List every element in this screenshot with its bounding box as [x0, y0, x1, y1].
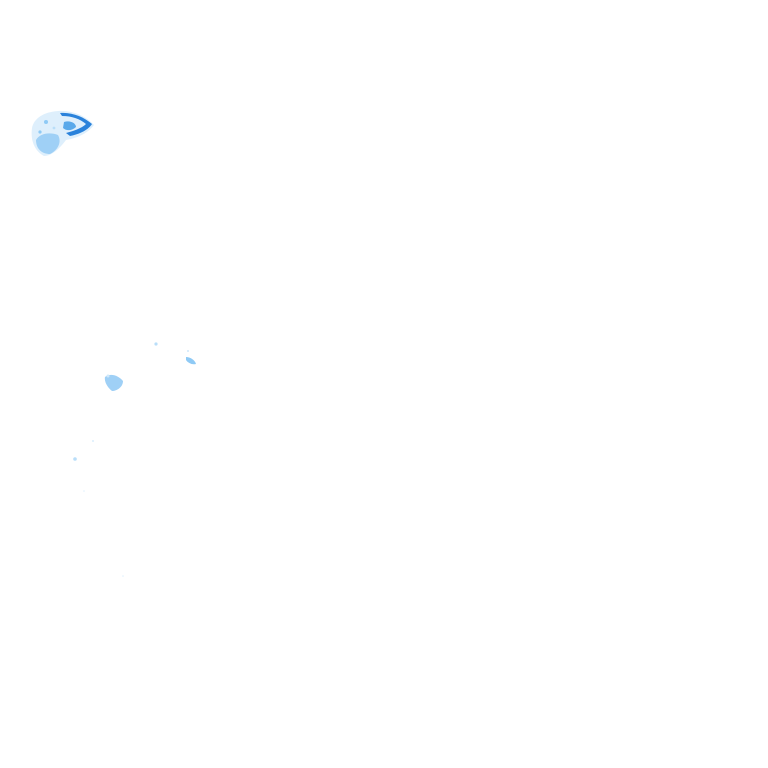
echo-fleck-central-b: [154, 342, 158, 346]
echo-cell-northwest-fleck: [44, 120, 48, 124]
echo-cell-northwest-heavy-band: [60, 112, 92, 136]
echo-speck-southwest-a: [73, 457, 77, 461]
echo-cell-northwest-fleck: [38, 130, 42, 134]
echo-cell-northwest: [31, 110, 94, 156]
echo-cell-northwest-medium-core: [63, 121, 76, 131]
echo-fleck-central-a: [186, 357, 196, 365]
echo-speck-southwest-b: [92, 440, 94, 442]
echo-cell-northwest-moderate-area: [36, 133, 60, 154]
echo-cell-northwest-fleck: [52, 126, 56, 130]
echo-cell-west: [104, 374, 123, 391]
echo-cell-west-fleck: [106, 374, 110, 378]
echo-speck-southwest-c: [83, 490, 85, 492]
echo-fleck-central-c: [187, 350, 189, 352]
echo-cell-west-area: [104, 374, 123, 391]
echo-speck-south: [122, 575, 124, 577]
